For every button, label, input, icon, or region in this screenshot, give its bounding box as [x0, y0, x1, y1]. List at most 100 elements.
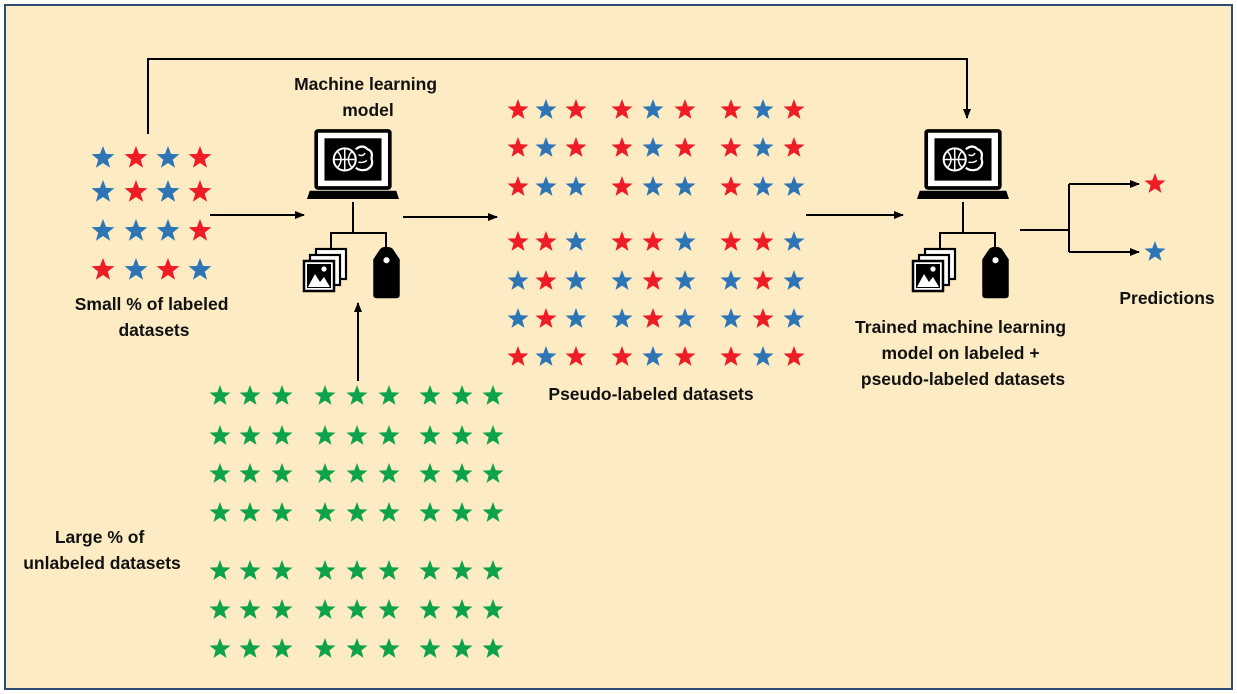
pseudo-labeled-stars-grid — [507, 99, 805, 366]
red-star-icon — [565, 99, 587, 119]
green-star-icon — [209, 599, 231, 619]
blue-star-icon — [642, 137, 664, 157]
red-star-icon — [611, 346, 633, 366]
green-star-icon — [419, 502, 441, 522]
pseudo-labeled-label: Pseudo-labeled datasets — [548, 384, 753, 404]
red-star-icon — [783, 137, 805, 157]
green-star-icon — [378, 385, 400, 405]
green-star-icon — [271, 638, 293, 658]
blue-star-icon — [720, 308, 742, 328]
green-star-icon — [451, 502, 473, 522]
red-star-icon — [674, 346, 696, 366]
laptop-icon — [307, 129, 399, 201]
blue-star-icon — [507, 270, 529, 290]
blue-star-icon — [565, 270, 587, 290]
green-star-icon — [314, 560, 336, 580]
red-star-icon — [642, 231, 664, 251]
green-star-icon — [378, 425, 400, 445]
image-stack-icon — [302, 247, 348, 293]
red-star-icon — [752, 231, 774, 251]
blue-star-icon — [124, 219, 148, 241]
green-star-icon — [451, 638, 473, 658]
green-star-icon — [482, 463, 504, 483]
red-star-icon — [611, 137, 633, 157]
green-star-icon — [482, 560, 504, 580]
green-star-icon — [271, 385, 293, 405]
green-star-icon — [271, 463, 293, 483]
red-star-icon — [720, 137, 742, 157]
red-star-icon — [188, 146, 212, 168]
green-star-icon — [239, 463, 261, 483]
blue-star-icon — [783, 176, 805, 196]
blue-star-icon — [783, 308, 805, 328]
green-star-icon — [314, 638, 336, 658]
red-star-icon — [91, 258, 115, 280]
red-star-icon — [642, 270, 664, 290]
green-star-icon — [314, 425, 336, 445]
green-star-icon — [346, 502, 368, 522]
red-star-icon — [188, 219, 212, 241]
blue-star-icon — [674, 231, 696, 251]
blue-star-icon — [752, 176, 774, 196]
red-star-icon — [752, 308, 774, 328]
green-star-icon — [314, 463, 336, 483]
green-star-icon — [482, 638, 504, 658]
blue-star-icon — [535, 346, 557, 366]
green-star-icon — [314, 502, 336, 522]
large-unlabeled-label: Large % of unlabeled datasets — [23, 527, 181, 573]
red-star-icon — [124, 180, 148, 202]
green-star-icon — [209, 638, 231, 658]
green-star-icon — [419, 599, 441, 619]
blue-star-icon — [156, 146, 180, 168]
green-star-icon — [451, 385, 473, 405]
prediction-stars — [1144, 173, 1166, 261]
tag-icon — [373, 247, 400, 299]
green-star-icon — [482, 425, 504, 445]
green-star-icon — [419, 638, 441, 658]
blue-star-icon — [565, 308, 587, 328]
unlabeled-stars-grid — [209, 385, 504, 658]
blue-star-icon — [535, 176, 557, 196]
green-star-icon — [271, 560, 293, 580]
green-star-icon — [419, 385, 441, 405]
red-star-icon — [720, 231, 742, 251]
tag-icon — [982, 247, 1009, 299]
green-star-icon — [378, 463, 400, 483]
blue-star-icon — [535, 99, 557, 119]
red-star-icon — [535, 231, 557, 251]
green-star-icon — [482, 599, 504, 619]
red-star-icon — [642, 308, 664, 328]
blue-star-icon — [535, 137, 557, 157]
red-star-icon — [507, 99, 529, 119]
green-star-icon — [209, 385, 231, 405]
blue-star-icon — [507, 308, 529, 328]
blue-star-icon — [91, 146, 115, 168]
green-star-icon — [271, 502, 293, 522]
blue-star-icon — [124, 258, 148, 280]
trained-model-label: Trained machine learning model on labele… — [855, 317, 1071, 389]
green-star-icon — [378, 560, 400, 580]
blue-star-icon — [611, 308, 633, 328]
image-stack-icon — [911, 247, 957, 293]
red-star-icon — [720, 99, 742, 119]
red-star-icon — [611, 99, 633, 119]
model-title: Machine learning model — [294, 74, 442, 120]
red-star-icon — [752, 270, 774, 290]
green-star-icon — [482, 502, 504, 522]
blue-star-icon — [783, 231, 805, 251]
semi-supervised-learning-diagram: Machine learning model Small % of labele… — [6, 6, 1231, 688]
blue-star-icon — [156, 180, 180, 202]
blue-star-icon — [674, 308, 696, 328]
blue-star-icon — [752, 137, 774, 157]
red-star-icon — [783, 346, 805, 366]
blue-star-icon — [642, 176, 664, 196]
green-star-icon — [209, 560, 231, 580]
red-star-icon — [1144, 173, 1166, 193]
green-star-icon — [209, 425, 231, 445]
green-star-icon — [419, 560, 441, 580]
green-star-icon — [239, 502, 261, 522]
blue-star-icon — [720, 270, 742, 290]
green-star-icon — [451, 463, 473, 483]
connectors — [147, 58, 1140, 381]
green-star-icon — [239, 560, 261, 580]
